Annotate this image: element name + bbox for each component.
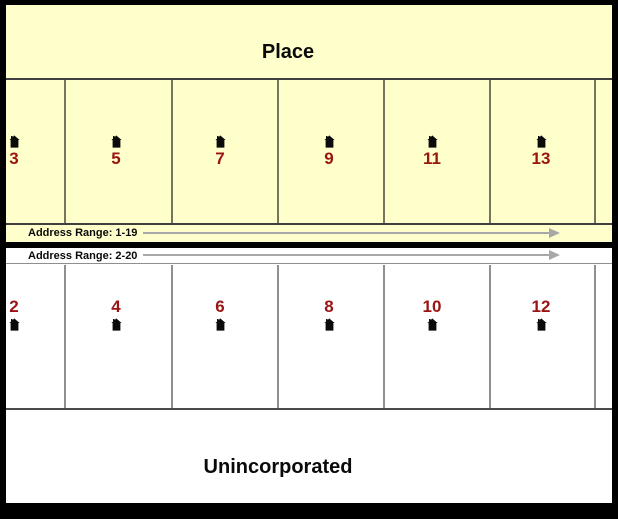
house-icon: [214, 135, 226, 148]
arrow-head-icon: [549, 250, 560, 260]
house-icon: [110, 135, 122, 148]
house-icon: [426, 318, 438, 331]
parcel-boundary-line: [277, 265, 279, 408]
house-unit: 10: [412, 298, 452, 331]
house-unit: 2: [6, 298, 34, 331]
parcel-boundary-line: [489, 265, 491, 408]
diagram-content: Place 3 5 7 9 11 13 Address Range: 1-19 Addre…: [6, 5, 612, 503]
parcel-boundary-line: [64, 265, 66, 408]
place-title: Place: [261, 41, 315, 63]
parcel-boundary-line: [277, 80, 279, 223]
address-number: 13: [531, 149, 551, 168]
address-number: 9: [324, 149, 334, 168]
parcel-boundary-line: [383, 80, 385, 223]
odd-address-range-strip: Address Range: 1-19: [6, 225, 612, 242]
house-unit: 3: [6, 135, 34, 168]
unincorporated-title: Unincorporated: [203, 456, 353, 478]
house-unit: 6: [200, 298, 240, 331]
house-unit: 13: [521, 135, 561, 168]
address-number: 8: [324, 297, 334, 316]
address-number: 4: [111, 297, 121, 316]
place-banner: Place: [6, 5, 612, 80]
street-centerline: [6, 242, 612, 248]
house-unit: 11: [412, 135, 452, 168]
house-unit: 8: [309, 298, 349, 331]
address-number: 10: [422, 297, 442, 316]
parcel-boundary-line: [594, 80, 596, 223]
parcel-boundary-line: [489, 80, 491, 223]
parcel-boundary-line: [594, 265, 596, 408]
house-unit: 12: [521, 298, 561, 331]
even-address-range-strip: Address Range: 2-20: [6, 248, 612, 264]
house-icon: [535, 318, 547, 331]
parcel-boundary-line: [171, 80, 173, 223]
address-number: 2: [9, 297, 19, 316]
parcel-boundary-line: [383, 265, 385, 408]
house-icon: [8, 318, 20, 331]
arrow-line: [143, 254, 549, 256]
house-icon: [535, 135, 547, 148]
odd-address-range-label: Address Range: 1-19: [28, 227, 138, 239]
address-number: 3: [9, 149, 19, 168]
address-number: 12: [531, 297, 551, 316]
house-icon: [214, 318, 226, 331]
house-icon: [323, 135, 335, 148]
house-icon: [8, 135, 20, 148]
house-unit: 9: [309, 135, 349, 168]
even-range-arrow: [143, 250, 560, 260]
arrow-line: [143, 232, 549, 234]
house-icon: [110, 318, 122, 331]
address-number: 7: [215, 149, 225, 168]
house-unit: 7: [200, 135, 240, 168]
even-parcels-row: 2 4 6 8 10 12: [6, 265, 612, 410]
address-number: 6: [215, 297, 225, 316]
even-address-range-label: Address Range: 2-20: [28, 250, 138, 262]
arrow-head-icon: [549, 228, 560, 238]
odd-parcels-row: 3 5 7 9 11 13: [6, 80, 612, 225]
address-number: 5: [111, 149, 121, 168]
parcel-boundary-line: [171, 265, 173, 408]
house-icon: [323, 318, 335, 331]
house-icon: [426, 135, 438, 148]
address-number: 11: [423, 149, 441, 168]
parcel-boundary-line: [64, 80, 66, 223]
house-unit: 4: [96, 298, 136, 331]
house-unit: 5: [96, 135, 136, 168]
unincorporated-area: Unincorporated: [6, 410, 612, 503]
odd-range-arrow: [143, 228, 560, 238]
